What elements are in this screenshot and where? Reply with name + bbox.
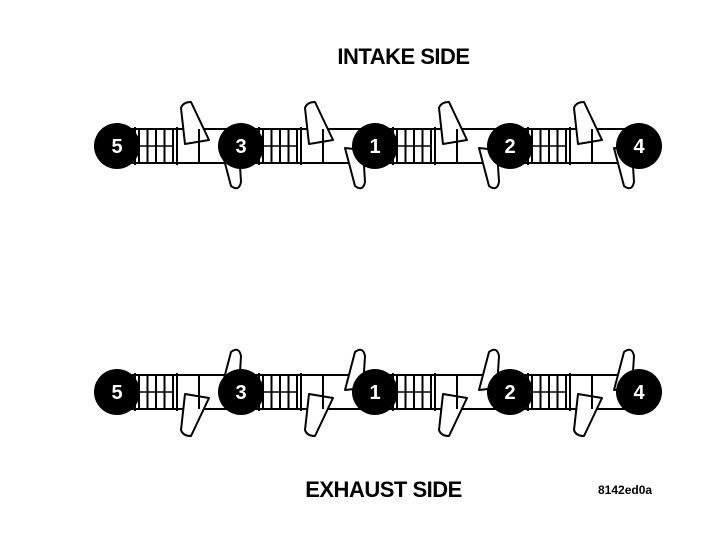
bolt-1-marker [352,123,398,169]
cam-lobe [180,393,210,437]
cam-lobe [438,393,468,437]
bolt-2-number: 2 [504,136,515,158]
figure-code: 8142ed0a [598,483,653,497]
cam-lobe [573,101,603,145]
bolt-1-number: 1 [369,136,380,158]
exhaust-camshaft: 5 3 1 2 4 [94,348,662,437]
bolt-2-marker [487,123,533,169]
cam-lobe [573,393,603,437]
cam-lobe [180,101,210,145]
bolt-1-number: 1 [369,382,380,404]
exhaust-side-heading: EXHAUST SIDE [305,477,462,502]
intake-side-heading: INTAKE SIDE [337,44,470,69]
bolt-4-marker [616,369,662,415]
bolt-3-marker [218,123,264,169]
bolt-3-number: 3 [235,136,246,158]
bolt-1-marker [352,369,398,415]
bolt-4-number: 4 [633,382,645,404]
bolt-3-number: 3 [235,382,246,404]
intake-camshaft: 5 3 1 2 4 [94,101,662,190]
bolt-3-marker [218,369,264,415]
bolt-5-number: 5 [111,136,122,158]
bolt-5-number: 5 [111,382,122,404]
cam-lobe [304,393,334,437]
bolt-5-marker [94,123,140,169]
bolt-2-marker [487,369,533,415]
bolt-4-marker [616,123,662,169]
cam-lobe [304,101,334,145]
bolt-5-marker [94,369,140,415]
cam-lobe [438,101,468,145]
bolt-4-number: 4 [633,136,645,158]
bolt-2-number: 2 [504,382,515,404]
